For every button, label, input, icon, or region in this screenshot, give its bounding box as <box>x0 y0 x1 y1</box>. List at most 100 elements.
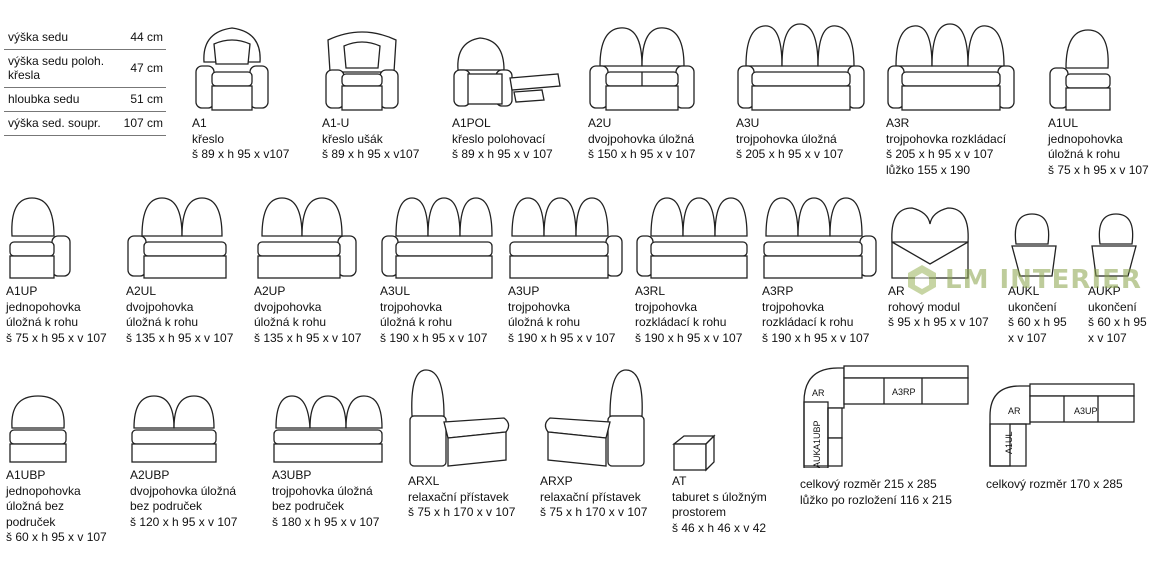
caption-line: š 89 x h 95 x v107 <box>192 147 290 161</box>
layout-2: AR A3UP A1UL celkový rozměr 170 x 285 <box>986 380 1138 493</box>
caption-line: š 75 x h 95 x v 107 <box>6 330 107 345</box>
caption-line: dvojpohovka <box>126 299 194 314</box>
caption-line: A3RP <box>762 284 794 298</box>
caption-line: prostorem <box>672 505 727 519</box>
caption-line: š 120 x h 95 x v 107 <box>130 514 238 529</box>
caption-line: A2UBP <box>130 468 170 482</box>
caption-line: lůžko 155 x 190 <box>886 162 971 177</box>
layout-label: AR <box>1008 406 1021 416</box>
caption-line: A3UP <box>508 284 540 298</box>
caption-line: celkový rozměr 170 x 285 <box>986 477 1123 491</box>
caption-line: trojpohovka <box>508 299 571 314</box>
layout-label: A1UL <box>1004 431 1014 454</box>
caption-line: š 60 x h 95 <box>1008 315 1067 329</box>
ottoman-illustration <box>672 434 716 472</box>
caption-line: trojpohovka rozkládací <box>886 131 1007 146</box>
caption-line: A1UP <box>6 284 38 298</box>
caption-line: ukončení <box>1008 299 1057 314</box>
caption-line: A1UL <box>1048 116 1079 130</box>
caption-line: taburet s úložným <box>672 489 767 504</box>
caption-line: dvojpohovka úložná <box>130 483 237 498</box>
armless-two-seat-illustration <box>131 395 217 463</box>
layout-label: A1UBP <box>812 420 822 450</box>
two-seat-corner-sofa-illustration <box>257 197 357 279</box>
relax-extension-left-illustration <box>409 369 510 467</box>
single-corner-seat-illustration <box>1049 29 1111 111</box>
caption-line: š 150 x h 95 x v 107 <box>588 147 696 161</box>
caption-line: A2UL <box>126 284 157 298</box>
corner-module-illustration <box>891 207 969 279</box>
two-seat-corner-sofa-illustration <box>127 197 227 279</box>
caption-line: x v 107 <box>1008 330 1047 345</box>
caption-line: A3UBP <box>272 468 312 482</box>
three-seat-corner-sofa-illustration <box>509 197 623 279</box>
caption-line: úložná k rohu <box>254 315 327 329</box>
caption-line: AR <box>888 284 905 298</box>
relax-extension-right-illustration <box>544 369 645 467</box>
caption-line: š 89 x h 95 x v 107 <box>452 147 553 161</box>
caption-line: š 205 x h 95 x v 107 <box>736 147 844 161</box>
caption-line: bez područek <box>130 499 203 513</box>
caption-line: š 190 x h 95 x v 107 <box>508 330 616 345</box>
caption-line: š 180 x h 95 x v 107 <box>272 514 380 529</box>
caption-line: A1UBP <box>6 468 46 482</box>
caption-line: rozkládací k rohu <box>635 315 727 329</box>
end-piece-illustration <box>1011 213 1057 277</box>
layout-label: A3RP <box>892 387 916 397</box>
caption-line: š 190 x h 95 x v 107 <box>635 330 743 345</box>
caption-line: A3U <box>736 116 760 130</box>
caption-line: š 135 x h 95 x v 107 <box>254 330 362 345</box>
spec-row: výška sed. soupr.107 cm <box>4 111 166 136</box>
caption-line: AUKP <box>1088 284 1121 298</box>
corner-layout-plan: AR A3UP A1UL <box>989 383 1135 467</box>
caption-line: š 75 x h 95 x v 107 <box>1048 162 1149 177</box>
armless-single-seat-illustration <box>9 395 67 463</box>
three-seat-sofa-illustration <box>737 23 865 111</box>
caption-line: š 135 x h 95 x v 107 <box>126 330 234 345</box>
logo-cube-icon <box>908 265 936 295</box>
three-seat-corner-sofa-bed-illustration <box>636 197 748 279</box>
caption-line: křeslo <box>192 131 225 146</box>
layout-label: AUK <box>812 449 822 468</box>
caption-line: š 89 x h 95 x v107 <box>322 147 420 161</box>
three-seat-sofa-bed-illustration <box>887 23 1015 111</box>
caption-line: š 190 x h 95 x v 107 <box>762 330 870 345</box>
caption-line: rozkládací k rohu <box>762 315 854 329</box>
caption-line: celkový rozměr 215 x 285 <box>800 477 937 491</box>
caption-line: A2UP <box>254 284 286 298</box>
caption-line: dvojpohovka úložná <box>588 131 695 146</box>
end-piece-illustration <box>1091 213 1137 277</box>
caption-line: křeslo polohovací <box>452 131 546 146</box>
layout-1: AR A3RP A1UBP AUK celkový rozměr 215 x 2… <box>800 362 972 508</box>
caption-line: A3RL <box>635 284 666 298</box>
two-seat-sofa-illustration <box>589 27 695 111</box>
caption-line: lůžko po rozložení 116 x 215 <box>800 492 952 507</box>
caption-line: bez područek <box>272 499 345 513</box>
caption-line: úložná k rohu <box>1048 147 1121 161</box>
caption-line: š 205 x h 95 x v 107 <box>886 147 994 161</box>
caption-line: úložná k rohu <box>126 315 199 329</box>
corner-layout-plan: AR A3RP A1UBP AUK <box>803 365 969 469</box>
caption-line: š 60 x h 95 <box>1088 315 1147 329</box>
caption-line: A3UL <box>380 284 411 298</box>
caption-line: trojpohovka úložná <box>272 483 373 498</box>
